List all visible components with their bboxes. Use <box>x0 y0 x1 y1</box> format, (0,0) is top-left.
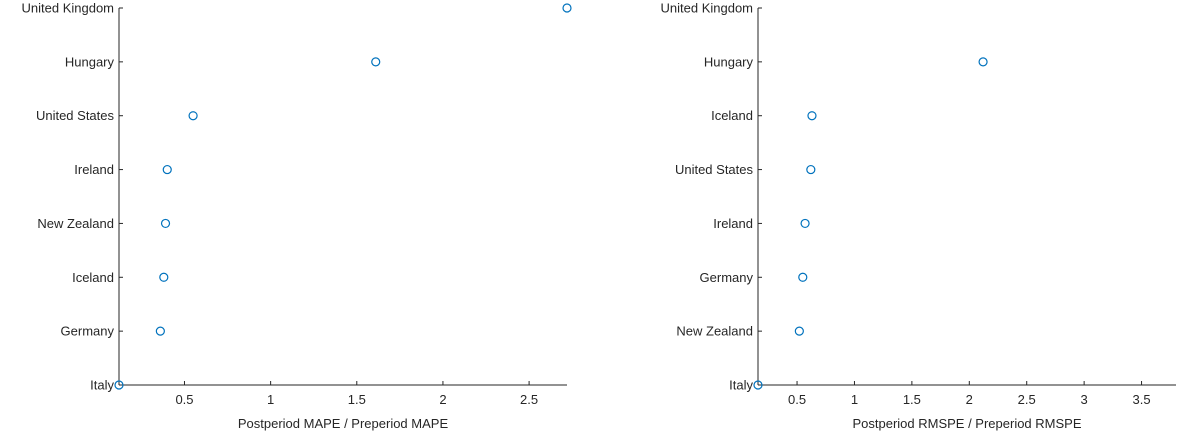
y-tick-label: United Kingdom <box>661 1 754 16</box>
x-tick-label: 2 <box>439 392 446 407</box>
y-tick-label: Italy <box>90 378 114 393</box>
y-tick-label: United States <box>675 162 754 177</box>
data-point <box>794 326 804 336</box>
y-tick-label: Hungary <box>65 54 115 69</box>
x-tick-label: 0.5 <box>788 392 806 407</box>
data-point <box>162 164 172 175</box>
x-axis-label: Postperiod MAPE / Preperiod MAPE <box>238 416 449 431</box>
y-tick-label: Italy <box>729 378 753 393</box>
y-tick-label: Iceland <box>711 108 753 123</box>
x-tick-label: 1.5 <box>903 392 921 407</box>
data-point <box>562 3 572 13</box>
y-tick-label: New Zealand <box>676 324 753 339</box>
y-tick-label: Germany <box>61 324 115 339</box>
x-tick-label: 0.5 <box>175 392 193 407</box>
data-point <box>114 380 124 390</box>
data-point <box>807 111 817 121</box>
data-point <box>160 218 171 229</box>
x-axis-label: Postperiod RMSPE / Preperiod RMSPE <box>852 416 1081 431</box>
x-tick-label: 1.5 <box>348 392 366 407</box>
data-point <box>798 272 808 282</box>
data-point <box>753 380 763 390</box>
data-point <box>188 111 198 121</box>
y-tick-label: United States <box>36 108 115 123</box>
data-point <box>806 164 816 175</box>
y-tick-label: Iceland <box>72 270 114 285</box>
y-tick-label: Germany <box>700 270 754 285</box>
data-point <box>800 218 810 229</box>
y-tick-label: Ireland <box>74 162 114 177</box>
data-point <box>155 326 165 336</box>
data-point <box>159 272 169 282</box>
x-tick-label: 3 <box>1081 392 1088 407</box>
x-tick-label: 1 <box>267 392 274 407</box>
x-tick-label: 2.5 <box>1018 392 1036 407</box>
y-tick-label: Hungary <box>704 54 754 69</box>
x-tick-label: 2 <box>966 392 973 407</box>
y-tick-label: United Kingdom <box>22 1 115 16</box>
y-tick-label: New Zealand <box>37 216 114 231</box>
x-tick-label: 3.5 <box>1133 392 1151 407</box>
x-tick-label: 1 <box>851 392 858 407</box>
x-tick-label: 2.5 <box>520 392 538 407</box>
data-point <box>371 57 381 67</box>
y-tick-label: Ireland <box>713 216 753 231</box>
data-point <box>978 57 988 67</box>
